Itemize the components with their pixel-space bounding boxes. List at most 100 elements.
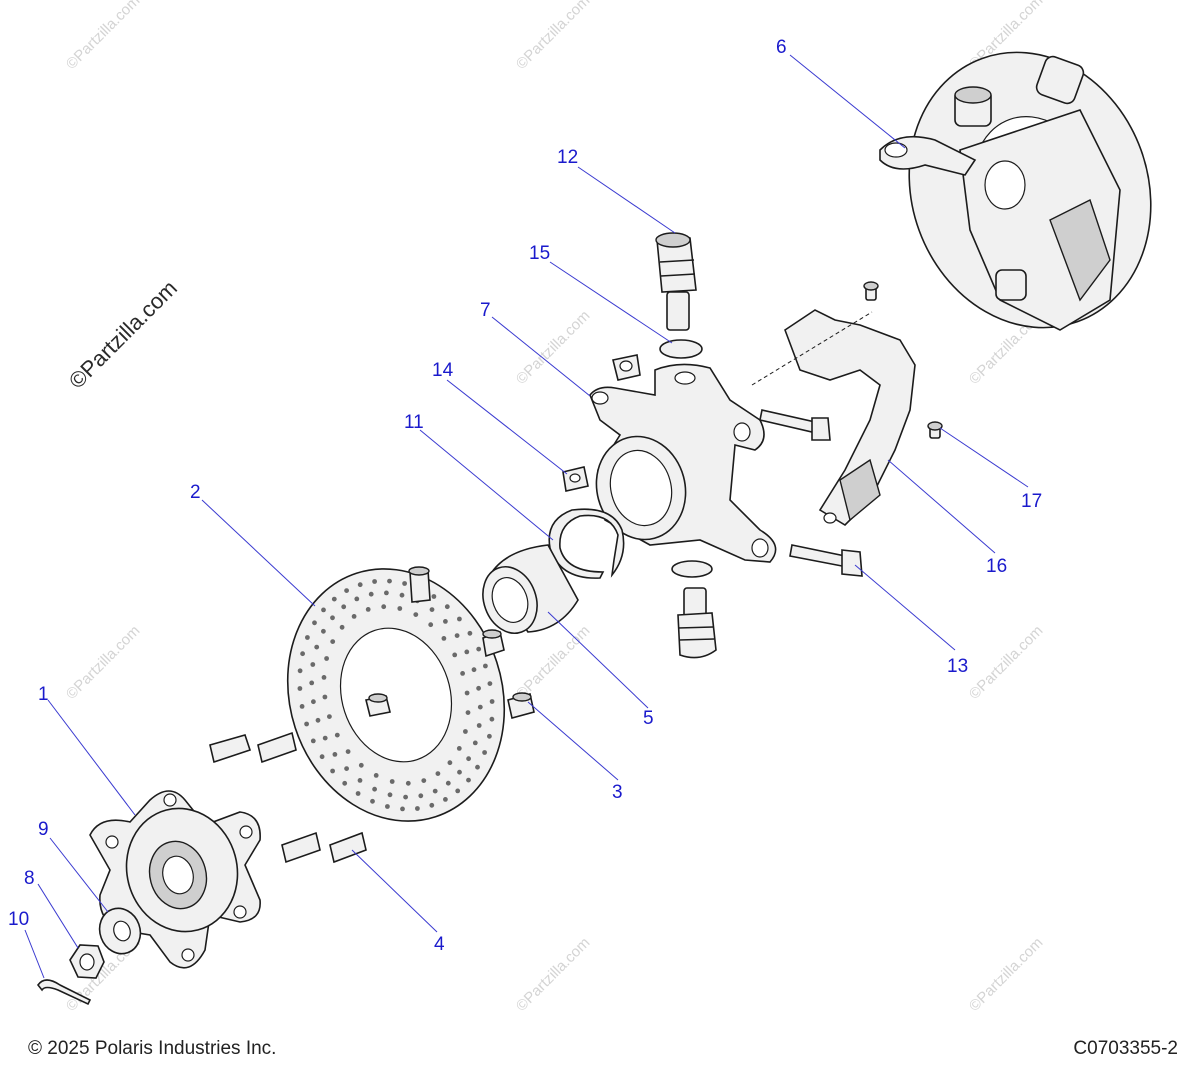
rotor-drill-hole [482,750,487,755]
rotor-drill-hole [315,717,321,723]
rotor-drill-hole [368,591,374,597]
callout-5: 5 [643,708,654,729]
wheel-bearing-illustration [482,544,579,634]
callout-4: 4 [434,934,445,955]
rotor-drill-hole [418,793,424,799]
rotor-drill-hole [428,622,434,628]
callout-numbers: 1 2 3 4 5 6 7 8 9 10 11 12 13 14 15 16 1… [8,37,1042,955]
rotor-drill-hole [487,681,493,686]
rotor-drill-hole [402,581,407,586]
rotor-drill-hole [454,633,460,638]
rotor-drill-hole [475,764,480,770]
rotor-drill-hole [472,740,478,746]
rotor-drill-hole [413,612,419,617]
rotor-drill-hole [372,786,377,792]
callout-1: 1 [38,684,49,705]
rotor-drill-hole [304,721,309,727]
rotor-drill-hole [465,710,471,715]
rotor-drill-hole [455,788,461,794]
rotor-drill-hole [330,639,336,644]
rotor-drill-hole [444,604,450,610]
washer-illustration [98,907,142,955]
watermark: ©Partzilla.com [513,934,594,1015]
rotor-drill-hole [321,675,327,680]
callout-14: 14 [432,360,454,381]
diagram-code: C0703355-2 [1073,1038,1178,1059]
rotor-drill-hole [297,668,303,674]
rotor-drill-hole [357,582,363,588]
caliper-bolt-illustration [759,409,863,577]
rotor-drill-hole [445,780,451,786]
rotor-drill-hole [463,729,468,734]
rotor-drill-hole [322,735,328,741]
callout-12: 12 [557,147,578,168]
callout-6: 6 [776,37,787,58]
lower-snap-ring-illustration [671,560,713,578]
rotor-drill-hole [332,752,338,757]
rotor-drill-hole [389,779,395,784]
callout-7: 7 [480,300,491,321]
rotor-drill-hole [432,788,438,794]
rotor-drill-hole [489,716,495,722]
callout-11: 11 [404,412,424,433]
alignment-line [751,311,873,386]
rotor-drill-hole [457,769,462,775]
rotor-drill-hole [310,738,316,744]
hub-stud-illustration [209,731,367,864]
rotor-drill-hole [354,596,360,602]
rotor-drill-hole [330,768,335,774]
rotor-drill-hole [405,780,411,786]
rotor-drill-hole [476,646,482,652]
rotor-drill-hole [483,663,488,669]
rotor-drill-hole [477,704,483,710]
rotor-drill-hole [435,771,441,776]
upper-snap-ring-illustration [659,339,703,359]
rotor-drill-hole [487,733,492,739]
rotor-drill-hole [344,766,349,771]
rotor-drill-hole [467,630,473,636]
rotor-drill-hole [300,651,305,657]
cotter-pin-illustration [37,979,92,1006]
rotor-drill-hole [457,616,462,622]
rotor-drill-hole [387,578,392,584]
rotor-drill-hole [365,607,371,612]
rotor-drill-hole [443,797,448,802]
watermark: ©Partzilla.com [513,0,594,73]
wheel-stud-illustration [365,566,535,719]
rotor-drill-hole [421,778,427,783]
leader-lines [24,54,1029,979]
rotor-drill-hole [464,690,470,696]
rotor-drill-hole [342,780,348,786]
callout-15: 15 [529,243,550,264]
rotor-drill-hole [312,620,317,626]
rotor-drill-hole [321,607,326,613]
rotor-drill-hole [466,756,471,762]
copyright-text: © 2025 Polaris Industries Inc. [28,1038,277,1059]
rotor-drill-hole [400,806,405,812]
rotor-drill-hole [299,704,305,709]
grommet-illustration [562,354,641,492]
rotor-drill-hole [466,777,471,783]
rotor-drill-hole [403,794,408,800]
rotor-drill-hole [357,778,363,783]
rotor-drill-hole [319,754,325,760]
rotor-drill-hole [431,594,437,599]
watermark: ©Partzilla.com [63,622,144,703]
rotor-drill-hole [476,723,482,728]
rotor-drill-hole [460,671,465,676]
rotor-drill-hole [387,792,393,798]
callout-17: 17 [1021,491,1042,512]
rotor-drill-hole [415,806,420,811]
rotor-drill-hole [330,615,335,621]
watermark: ©Partzilla.com [63,0,144,73]
rotor-drill-hole [397,606,403,611]
callout-2: 2 [190,482,201,503]
rotor-drill-hole [384,590,389,596]
watermark: ©Partzilla.com [966,934,1047,1015]
rotor-drill-hole [311,699,316,705]
rotor-drill-hole [324,656,329,661]
rotor-drill-hole [385,804,390,809]
watermark: ©Partzilla.com [966,622,1047,703]
rotor-drill-hole [429,607,435,612]
